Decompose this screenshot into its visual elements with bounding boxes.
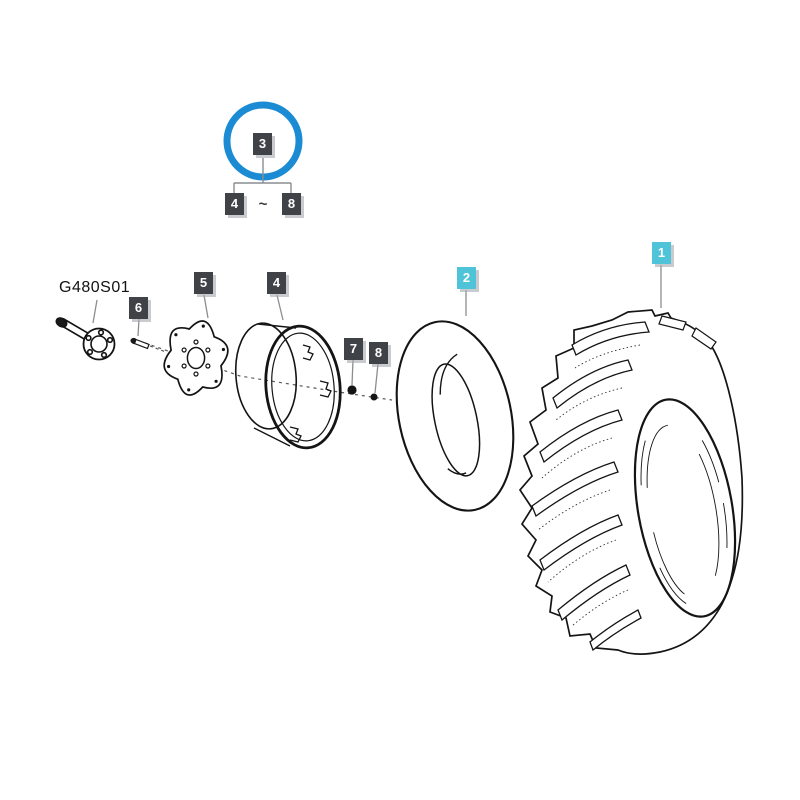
part-label-group[interactable]: 3 [253, 133, 272, 155]
washer-drawing [370, 393, 378, 401]
part-label-tire[interactable]: 1 [652, 242, 671, 264]
part-label-bolt[interactable]: 6 [129, 297, 148, 319]
leader-line-washer [374, 363, 379, 394]
range-bracket [233, 158, 292, 193]
drawing-code: G480S01 [59, 279, 131, 296]
part-label-washer[interactable]: 8 [369, 342, 388, 364]
part-label-range-from[interactable]: 4 [225, 193, 244, 215]
part-label-rim[interactable]: 4 [267, 272, 286, 294]
leader-line-code [92, 299, 98, 324]
part-label-disc[interactable]: 5 [194, 272, 213, 294]
leader-line-disc [203, 294, 209, 319]
leader-line-rim [276, 294, 284, 321]
inner-tube-drawing [395, 320, 515, 512]
part-label-nut[interactable]: 7 [344, 338, 363, 360]
part-label-range-to[interactable]: 8 [282, 193, 301, 215]
leader-line-bolt [137, 318, 140, 337]
tire-drawing [518, 309, 744, 655]
leader-lines [92, 265, 662, 394]
rim-drawing [234, 322, 342, 450]
axle-hub-drawing [55, 317, 116, 361]
wheel-disc-drawing [163, 320, 229, 396]
nut-drawing [347, 385, 357, 395]
range-tilde: ~ [258, 196, 268, 213]
hub-bolt-drawing [130, 337, 167, 353]
leader-line-nut [351, 359, 354, 386]
part-label-tube[interactable]: 2 [457, 267, 476, 289]
